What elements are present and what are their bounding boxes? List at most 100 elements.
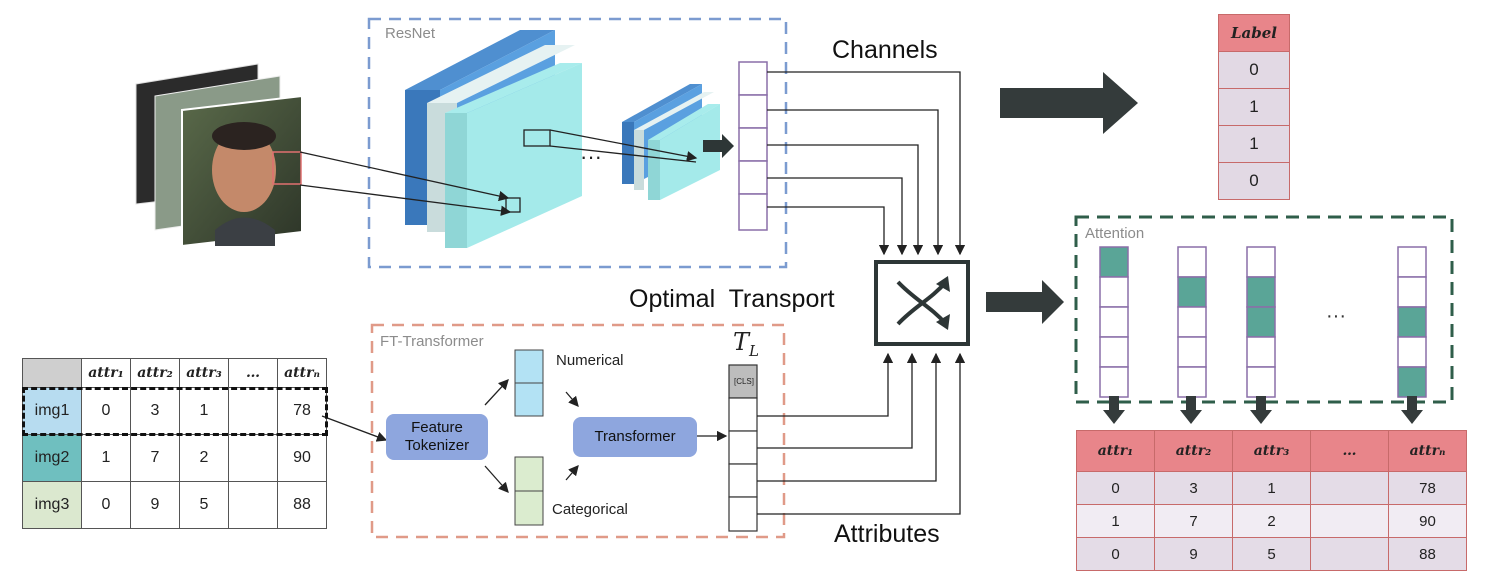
- label-cell: 1: [1218, 88, 1290, 126]
- table-cell: [228, 434, 278, 482]
- attention-cell: [1246, 366, 1276, 398]
- output-table-header-cell: attr₂: [1154, 430, 1233, 472]
- tl-subscript: L: [749, 341, 759, 360]
- attention-box: [1074, 215, 1454, 404]
- row-id: img2: [22, 434, 82, 482]
- table-cell: 88: [277, 481, 327, 529]
- table-cell: 0: [81, 481, 131, 529]
- table-cell: 1: [179, 387, 229, 435]
- attention-cell: [1397, 336, 1427, 368]
- categorical-label: Categorical: [552, 501, 628, 518]
- table-cell: 0: [81, 387, 131, 435]
- table-row: 0 9 5 88: [1076, 537, 1467, 571]
- label-output-arrow: [1000, 72, 1138, 134]
- table-cell: 1: [1076, 504, 1155, 538]
- cls-token-label: [CLS]: [733, 377, 754, 386]
- table-row: img3 0 9 5 88: [22, 481, 327, 529]
- numerical-label: Numerical: [556, 352, 624, 369]
- input-table-header-cell: attr₁: [81, 358, 131, 388]
- table-row: img2 1 7 2 90: [22, 434, 327, 482]
- table-row: 0 3 1 78: [1076, 471, 1467, 505]
- input-table-header-cell: …: [228, 358, 278, 388]
- label-cell: 0: [1218, 162, 1290, 200]
- channel-vector: [738, 61, 768, 231]
- attention-cell: [1099, 246, 1129, 278]
- attention-label: Attention: [1085, 225, 1145, 242]
- output-attribute-table: attr₁ attr₂ attr₃ … attrₙ 0 3 1 78 1 7 2…: [1076, 430, 1467, 571]
- attention-cell: [1177, 366, 1207, 398]
- attention-down-arrows: [1103, 396, 1423, 424]
- output-table-header-cell: attr₁: [1076, 430, 1155, 472]
- output-table-header-cell: attrₙ: [1388, 430, 1467, 472]
- output-table-header-cell: …: [1310, 430, 1389, 472]
- table-cell: [1310, 504, 1389, 538]
- resnet-ellipsis: ···: [580, 144, 602, 169]
- table-cell: [1310, 471, 1389, 505]
- table-row: 1 7 2 90: [1076, 504, 1467, 538]
- resnet-label: ResNet: [385, 25, 436, 42]
- input-table-header: attr₁ attr₂ attr₃ … attrₙ: [22, 358, 327, 388]
- feature-tokenizer-line1: Feature: [411, 419, 463, 436]
- attention-cell: [1246, 306, 1276, 338]
- table-cell: 90: [1388, 504, 1467, 538]
- table-cell: 5: [179, 481, 229, 529]
- projection-lines: [299, 129, 698, 216]
- ft-transformer-label: FT-Transformer: [380, 333, 484, 350]
- table-row: img1 0 3 1 78: [21, 386, 328, 436]
- resnet-box: [367, 17, 788, 269]
- tl-label: TL: [733, 328, 759, 360]
- table-cell: 90: [277, 434, 327, 482]
- table-cell: [228, 481, 278, 529]
- transformer-box: Transformer: [573, 417, 697, 457]
- attention-cell: [1246, 336, 1276, 368]
- attention-columns: [1099, 246, 1427, 398]
- table-cell: 2: [1232, 504, 1311, 538]
- table-cell: 7: [130, 434, 180, 482]
- ft-arrows: [321, 352, 966, 515]
- attention-cell: [1397, 306, 1427, 338]
- attention-output-arrow: [986, 280, 1064, 324]
- table-cell: 3: [1154, 471, 1233, 505]
- row-id: img1: [22, 387, 82, 435]
- attention-cell: [1397, 246, 1427, 278]
- table-cell: 9: [130, 481, 180, 529]
- table-cell: 2: [179, 434, 229, 482]
- table-cell: 88: [1388, 537, 1467, 571]
- input-attribute-table: attr₁ attr₂ attr₃ … attrₙ img1 0 3 1 78 …: [21, 358, 328, 529]
- channel-lines: [767, 71, 966, 256]
- table-cell: 1: [81, 434, 131, 482]
- tl-symbol: T: [733, 328, 750, 356]
- attention-cell: [1177, 246, 1207, 278]
- attention-cell: [1177, 306, 1207, 338]
- label-cell: 0: [1218, 51, 1290, 89]
- table-cell: [228, 387, 278, 435]
- label-table-header: Label: [1218, 14, 1290, 52]
- numerical-vector: [514, 349, 544, 417]
- resnet-feature-maps-small: [622, 84, 720, 200]
- optimal-transport-box: [874, 260, 970, 346]
- output-table-header-cell: attr₃: [1232, 430, 1311, 472]
- attention-cell: [1177, 276, 1207, 308]
- channels-label: Channels: [832, 36, 938, 64]
- attention-cell: [1246, 246, 1276, 278]
- table-cell: 0: [1076, 537, 1155, 571]
- input-table-header-cell: attr₂: [130, 358, 180, 388]
- face-images: [135, 63, 303, 248]
- attention-cell: [1099, 306, 1129, 338]
- label-table: Label 0 1 1 0: [1218, 14, 1290, 200]
- table-cell: 0: [1076, 471, 1155, 505]
- optimal-transport-label: Optimal Transport: [629, 285, 835, 313]
- tl-vector: [728, 364, 758, 532]
- row-id: img3: [22, 481, 82, 529]
- table-cell: 7: [1154, 504, 1233, 538]
- attention-ellipsis: ···: [1326, 305, 1346, 327]
- attention-cell: [1397, 366, 1427, 398]
- table-cell: 1: [1232, 471, 1311, 505]
- resnet-feature-maps-large: [405, 30, 582, 248]
- attention-cell: [1099, 366, 1129, 398]
- table-cell: 78: [1388, 471, 1467, 505]
- input-table-header-cell: attr₃: [179, 358, 229, 388]
- attributes-label: Attributes: [834, 520, 940, 548]
